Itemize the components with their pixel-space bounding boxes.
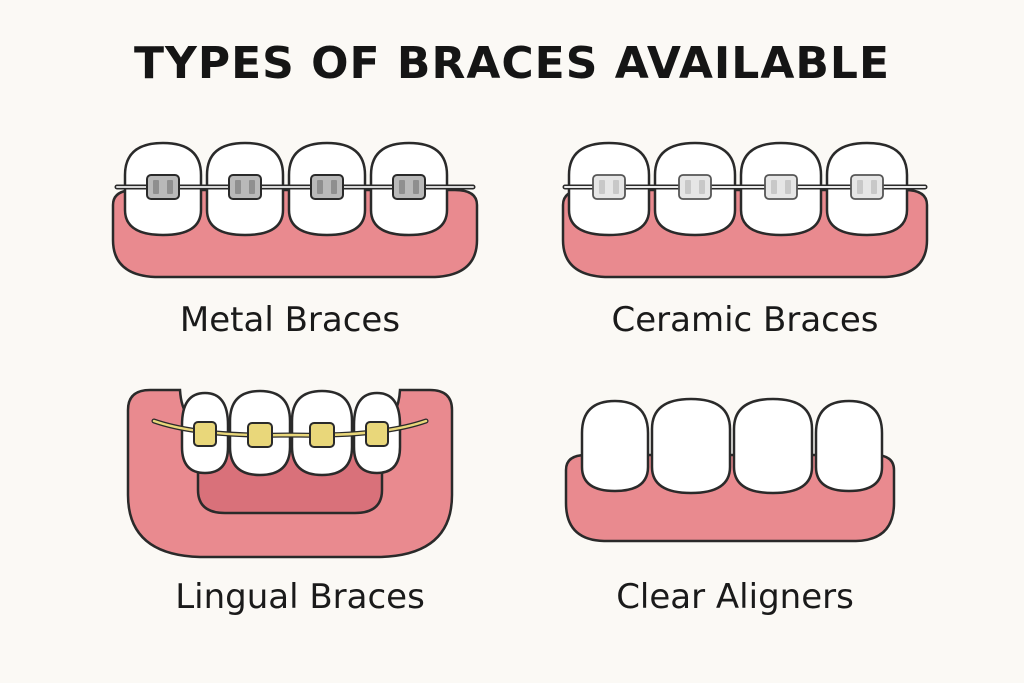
bracket	[678, 174, 712, 200]
bracket	[309, 422, 335, 448]
bracket	[850, 174, 884, 200]
lingual-braces-panel	[120, 385, 460, 565]
lingual-braces-illustration	[126, 388, 454, 559]
bracket	[310, 174, 344, 200]
clear-aligners-panel	[560, 395, 900, 545]
tooth	[814, 399, 884, 493]
teeth	[580, 397, 884, 495]
page-title: TYPES OF BRACES AVAILABLE	[133, 38, 891, 89]
bracket	[247, 422, 273, 448]
clear-aligners-illustration	[564, 397, 896, 543]
tooth	[580, 399, 650, 493]
tooth	[650, 397, 732, 495]
ceramic-braces-panel	[555, 135, 935, 285]
bracket	[228, 174, 262, 200]
bracket	[764, 174, 798, 200]
brackets	[193, 421, 389, 448]
metal-braces-illustration	[111, 141, 479, 279]
gum	[564, 453, 896, 543]
ceramic-braces-illustration	[561, 141, 929, 279]
bracket	[392, 174, 426, 200]
metal-braces-panel	[105, 135, 485, 285]
bracket	[193, 421, 217, 447]
ceramic-braces-label: Ceramic Braces	[611, 300, 879, 340]
bracket	[592, 174, 626, 200]
metal-braces-label: Metal Braces	[179, 300, 401, 340]
lingual-braces-label: Lingual Braces	[175, 577, 425, 617]
clear-aligners-label: Clear Aligners	[616, 577, 854, 617]
tooth	[732, 397, 814, 495]
bracket	[146, 174, 180, 200]
bracket	[365, 421, 389, 447]
